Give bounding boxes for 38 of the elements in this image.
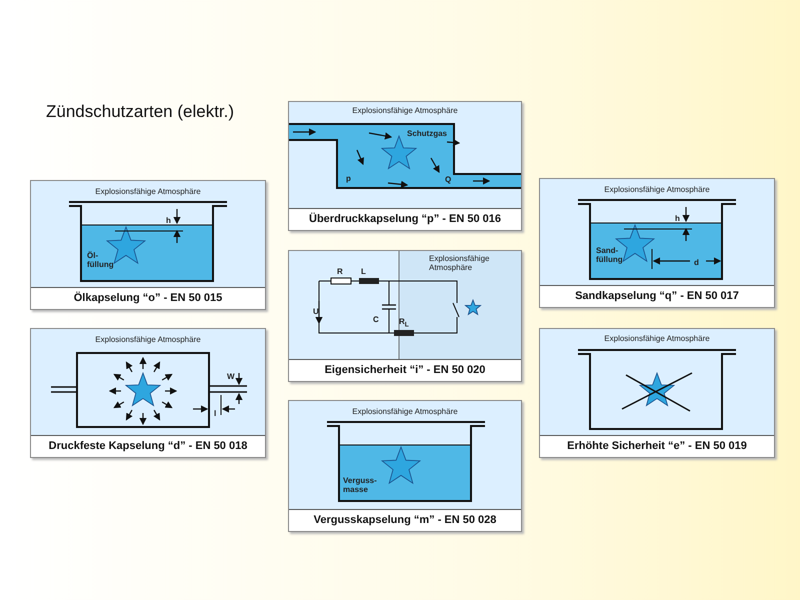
symbol-label: U bbox=[313, 307, 320, 316]
panel-heading: Explosionsfähige Atmosphäre bbox=[94, 335, 202, 344]
panel-heading: Explosionsfähige Atmosphäre bbox=[94, 187, 202, 196]
diagram-panel bbox=[288, 101, 522, 231]
symbol-label: Sand- füllung bbox=[596, 246, 624, 264]
panel-caption: Erhöhte Sicherheit “e” - EN 50 019 bbox=[540, 435, 774, 457]
panel-caption: Druckfeste Kapselung “d” - EN 50 018 bbox=[31, 435, 265, 457]
symbol-label: l bbox=[214, 409, 218, 418]
symbol-label: p bbox=[346, 174, 352, 183]
panel-heading: Explosionsfähige Atmosphäre bbox=[429, 254, 490, 272]
page-title: Zündschutzarten (elektr.) bbox=[46, 102, 234, 122]
symbol-label: Öl- füllung bbox=[87, 251, 115, 269]
panel-heading: Explosionsfähige Atmosphäre bbox=[603, 334, 711, 343]
diagram-panel bbox=[539, 328, 775, 458]
panel-heading: Explosionsfähige Atmosphäre bbox=[603, 185, 711, 194]
panel-caption: Sandkapselung “q” - EN 50 017 bbox=[540, 285, 774, 307]
panel-heading: Explosionsfähige Atmosphäre bbox=[351, 106, 459, 115]
symbol-label: Verguss- masse bbox=[343, 476, 378, 494]
panel-heading: Explosionsfähige Atmosphäre bbox=[351, 407, 459, 416]
panel-caption: Vergusskapselung “m” - EN 50 028 bbox=[289, 509, 521, 531]
symbol-label: C bbox=[373, 315, 380, 324]
panel-caption: Eigensicherheit “i” - EN 50 020 bbox=[289, 359, 521, 381]
symbol-label: L bbox=[361, 267, 367, 276]
symbol-label: W bbox=[227, 372, 236, 381]
symbol-label: R$_{L}$ bbox=[399, 317, 410, 330]
diagram-panel bbox=[539, 178, 775, 308]
panel-caption: Überdruckkapselung “p” - EN 50 016 bbox=[289, 208, 521, 230]
symbol-label: R bbox=[337, 267, 344, 276]
diagram-panel bbox=[30, 180, 266, 310]
diagram-panel bbox=[30, 328, 266, 458]
symbol-label: h bbox=[166, 216, 172, 225]
panel-caption: Ölkapselung “o” - EN 50 015 bbox=[31, 287, 265, 309]
diagram-panel bbox=[288, 250, 522, 382]
symbol-label: Schutzgas bbox=[407, 129, 448, 138]
symbol-label: d bbox=[694, 258, 700, 267]
symbol-label: h bbox=[675, 214, 681, 223]
symbol-label: Q bbox=[445, 175, 452, 184]
diagram-panel bbox=[288, 400, 522, 532]
